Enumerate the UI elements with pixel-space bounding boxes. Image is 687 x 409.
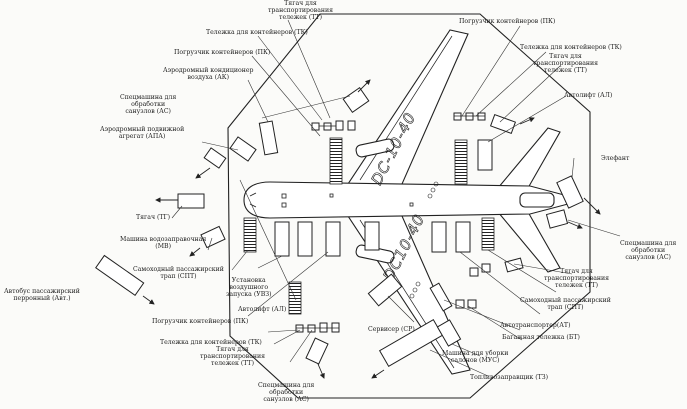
label-container-dolly-tk-bottom: Тележка для контейнеров (ТК)	[160, 339, 262, 346]
cabin-cleaning-mus	[436, 319, 462, 347]
container-loader-pk-right	[454, 139, 468, 185]
vehicles-left-side	[95, 79, 380, 379]
vehicles-right-side	[367, 112, 601, 379]
label-elefant: Элефант	[601, 155, 630, 162]
passenger-stairs-spt-left	[243, 217, 257, 253]
servicing-zone-boundary	[227, 13, 591, 399]
label-fuel-truck-tz: Топливозаправщик (ТЗ)	[470, 374, 549, 381]
lavatory-truck-as-bottom	[305, 337, 329, 365]
registration-ringed-digits	[409, 181, 439, 299]
container-loader-pk-top	[329, 137, 343, 185]
passenger-stairs-spt-right	[481, 217, 495, 251]
catering-lift-al-right	[477, 139, 493, 171]
label-catering-lift-al-bottom: Автолифт (АЛ)	[238, 306, 287, 313]
label-water-truck-mv: Машина водозаправочная(МВ)	[120, 236, 207, 250]
label-container-loader-pk-bottom: Погрузчик контейнеров (ПК)	[152, 318, 249, 325]
label-tug-tg: Тягач (ТГ)	[136, 214, 171, 221]
apron-bus	[95, 254, 145, 297]
leader-lines	[171, 19, 621, 377]
label-conveyor-at: Автотранспортер(АТ)	[500, 322, 571, 329]
label-container-dolly-tk-right: Тележка для контейнеров (ТК)	[520, 44, 622, 51]
aircraft-dc10	[243, 29, 569, 375]
container-dollies-bottom	[295, 322, 340, 333]
label-baggage-dolly-bt: Багажная тележка (БТ)	[502, 334, 580, 341]
tug-tg	[177, 193, 205, 209]
label-container-loader-pk-right: Погрузчик контейнеров (ПК)	[459, 18, 556, 25]
label-servicer-sr: Сервисер (СР)	[368, 326, 415, 333]
tractor-tt-top	[311, 120, 356, 131]
water-truck-mv	[200, 225, 226, 249]
air-conditioner-ak	[258, 120, 279, 156]
servicer-sr	[367, 273, 403, 307]
conveyor-at	[429, 282, 453, 312]
lavatory-truck-as-top	[342, 87, 370, 113]
label-catering-lift-al-right: Автолифт (АЛ)	[564, 92, 613, 99]
label-container-loader-pk-top: Погрузчик контейнеров (ПК)	[174, 49, 271, 56]
ground-power-unit-apa	[229, 136, 257, 162]
fuselage	[243, 181, 569, 219]
label-container-dolly-tk-top: Тележка для контейнеров (ТК)	[206, 29, 308, 36]
elefant-vehicle	[556, 175, 584, 209]
tractor-tt-right-top	[489, 113, 517, 135]
lavatory-truck-as-right	[545, 209, 569, 229]
